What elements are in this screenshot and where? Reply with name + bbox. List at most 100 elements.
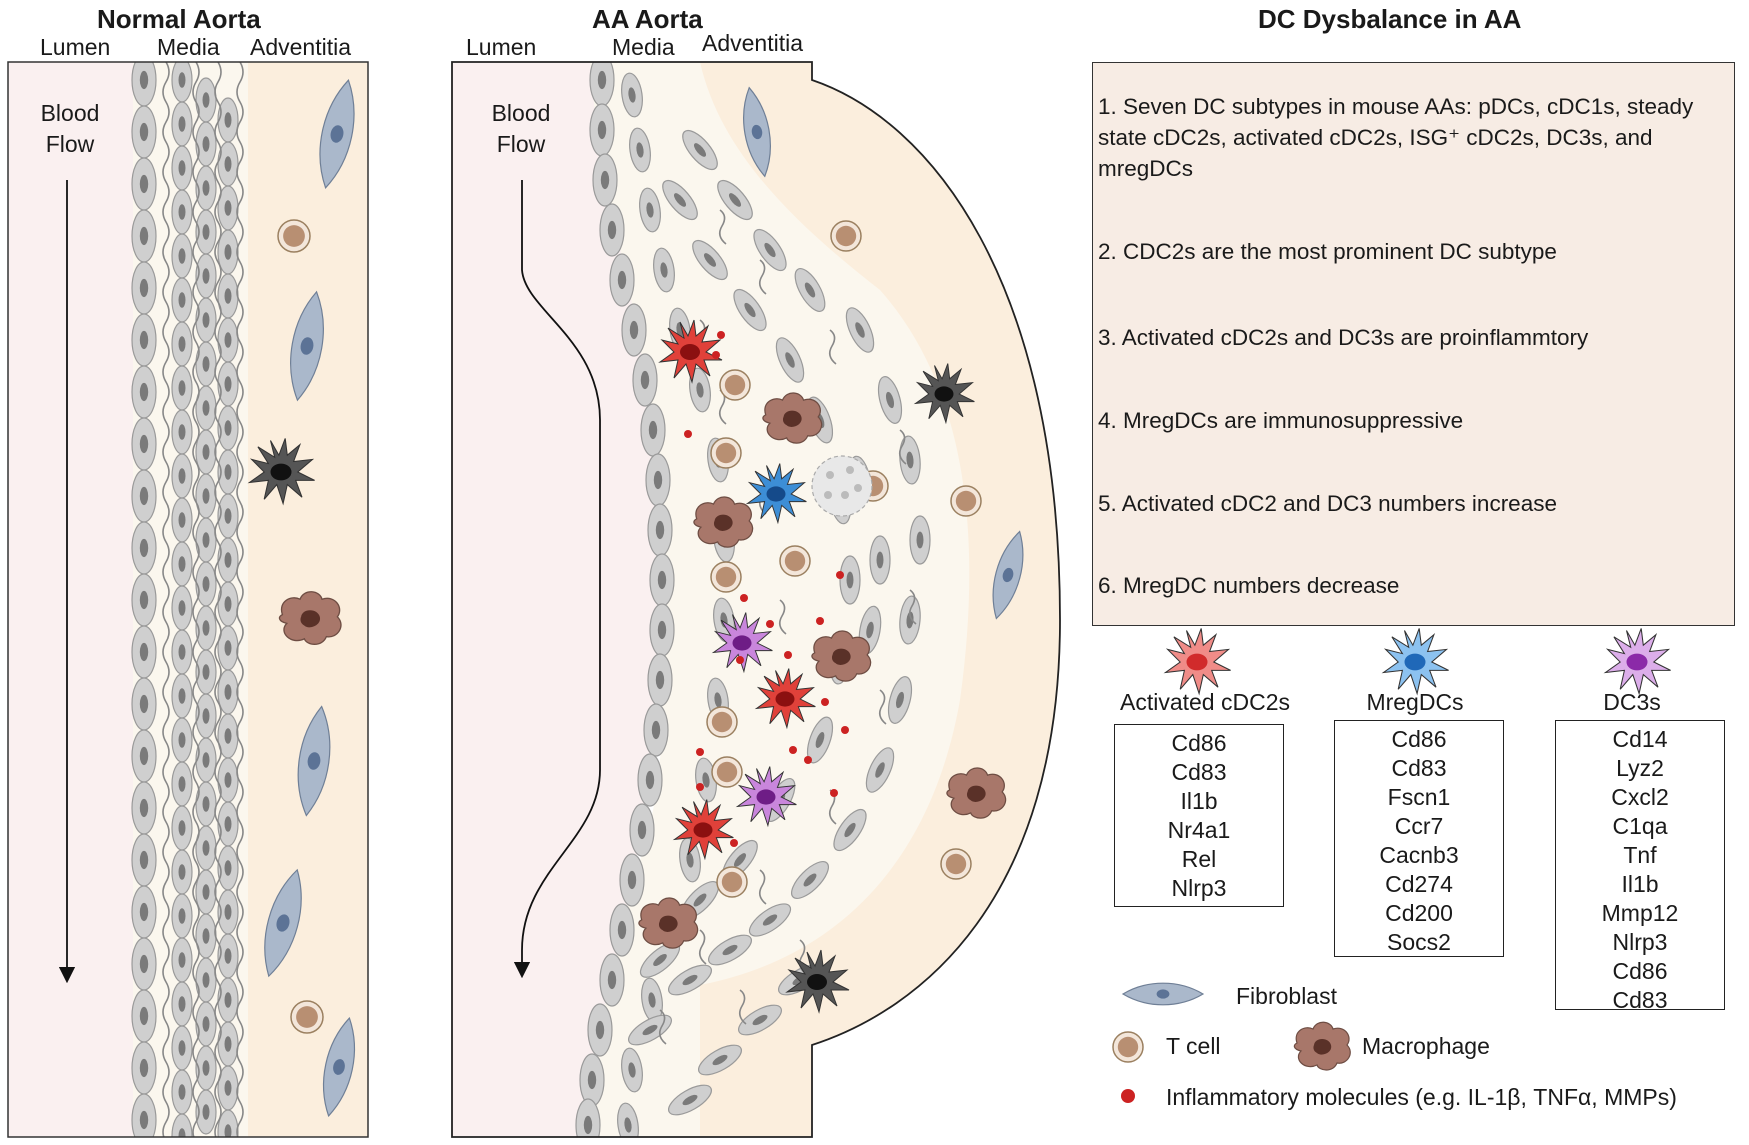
dendritic-cell-icon bbox=[785, 949, 850, 1014]
smooth-muscle-cell-icon bbox=[717, 179, 753, 221]
t-cell-nucleus bbox=[715, 442, 737, 464]
aa-aorta-panel bbox=[451, 61, 1061, 1138]
dendritic-cell-icon bbox=[247, 438, 315, 506]
smooth-muscle-cell-icon bbox=[131, 365, 157, 419]
t-cell-nucleus bbox=[955, 490, 977, 512]
smooth-muscle-cell-icon bbox=[171, 453, 193, 499]
smooth-muscle-cell-icon bbox=[806, 716, 834, 764]
activated-dc-icon bbox=[672, 799, 734, 861]
fibroblast-icon bbox=[290, 290, 324, 402]
smooth-muscle-cell-icon bbox=[195, 737, 217, 783]
smooth-muscle-cell-icon bbox=[195, 1045, 217, 1091]
inflammatory-molecule-icon bbox=[766, 620, 774, 628]
smooth-muscle-cell-icon bbox=[195, 605, 217, 651]
smooth-muscle-cell-icon bbox=[217, 801, 239, 847]
smooth-muscle-cell-icon bbox=[131, 313, 157, 367]
normal-media-cells bbox=[131, 62, 355, 1137]
smooth-muscle-cell-icon bbox=[791, 861, 829, 899]
macrophage-icon bbox=[762, 392, 823, 444]
inflammatory-molecule-icon bbox=[696, 783, 704, 791]
macrophage-icon bbox=[811, 630, 872, 682]
gene-item: Lyz2 bbox=[1616, 755, 1664, 781]
smooth-muscle-cell-icon bbox=[131, 261, 157, 315]
t-cell-nucleus bbox=[296, 1006, 318, 1028]
smooth-muscle-cell-icon bbox=[195, 517, 217, 563]
smooth-muscle-cell-icon bbox=[131, 157, 157, 211]
gene-item: Cacnb3 bbox=[1379, 842, 1459, 868]
smooth-muscle-cell-icon bbox=[171, 233, 193, 279]
gene-item: Cd274 bbox=[1385, 871, 1453, 897]
smooth-muscle-cell-icon bbox=[195, 1089, 217, 1135]
smooth-muscle-cell-icon bbox=[609, 253, 635, 307]
smooth-muscle-cell-icon bbox=[679, 837, 701, 883]
gene-item: Cd86 bbox=[1171, 730, 1227, 756]
smooth-muscle-cell-icon bbox=[171, 1025, 193, 1071]
inflammatory-molecule-icon bbox=[804, 756, 812, 764]
smooth-muscle-cell-icon bbox=[131, 833, 157, 887]
debris bbox=[826, 471, 834, 479]
apoptotic-cell-icon bbox=[811, 455, 873, 517]
smooth-muscle-cell-icon bbox=[609, 903, 635, 957]
smooth-muscle-cell-icon bbox=[629, 127, 651, 173]
smooth-muscle-cell-icon bbox=[668, 1084, 712, 1116]
flow-word-2: Flow bbox=[496, 131, 546, 157]
smooth-muscle-cell-icon bbox=[131, 469, 157, 523]
inflammatory-molecule-icon bbox=[712, 351, 720, 359]
smooth-muscle-cell-icon bbox=[171, 585, 193, 631]
smooth-muscle-cell-icon bbox=[171, 849, 193, 895]
gene-item: Cd200 bbox=[1385, 900, 1453, 926]
legend-macrophage-label: Macrophage bbox=[1362, 1033, 1490, 1059]
gene-item: Mmp12 bbox=[1601, 900, 1679, 926]
aa-border bbox=[451, 61, 1061, 1138]
smooth-muscle-cell-icon bbox=[865, 747, 895, 793]
inflammatory-molecule-icon bbox=[836, 571, 844, 579]
smooth-muscle-cell-icon bbox=[131, 625, 157, 679]
smooth-muscle-cell-icon bbox=[217, 361, 239, 407]
dc3-icon bbox=[735, 766, 797, 828]
inflammatory-molecule-icon bbox=[717, 331, 725, 339]
smooth-muscle-cell-icon bbox=[887, 676, 913, 724]
aa-adventitia-label: Adventitia bbox=[702, 30, 804, 56]
smooth-muscle-cell-icon bbox=[131, 937, 157, 991]
inflammatory-molecule-icon bbox=[830, 789, 838, 797]
gene-item: Cd86 bbox=[1391, 726, 1447, 752]
macrophage-icon bbox=[946, 767, 1007, 819]
elastic-lamina bbox=[738, 989, 747, 1025]
smooth-muscle-cell-icon bbox=[131, 729, 157, 783]
smooth-muscle-cell-icon bbox=[643, 703, 669, 757]
summary-title: DC Dysbalance in AA bbox=[1258, 4, 1522, 34]
fibroblast-icon bbox=[319, 79, 355, 189]
inflammatory-molecule-icon bbox=[736, 656, 744, 664]
smooth-muscle-cell-icon bbox=[171, 717, 193, 763]
t-cell-nucleus bbox=[784, 550, 806, 572]
flow-arrow-icon bbox=[513, 180, 601, 979]
smooth-muscle-cell-icon bbox=[637, 753, 663, 807]
smooth-muscle-cell-icon bbox=[171, 101, 193, 147]
smooth-muscle-cell-icon bbox=[632, 353, 658, 407]
smooth-muscle-cell-icon bbox=[171, 673, 193, 719]
gene-item: Cd86 bbox=[1612, 958, 1668, 984]
smooth-muscle-cell-icon bbox=[833, 808, 867, 852]
smooth-muscle-cell-icon bbox=[131, 885, 157, 939]
smooth-muscle-cell-icon bbox=[662, 179, 698, 221]
smooth-muscle-cell-icon bbox=[839, 555, 861, 605]
macrophage-icon bbox=[278, 591, 342, 645]
smooth-muscle-cell-icon bbox=[733, 288, 767, 332]
smooth-muscle-cell-icon bbox=[645, 453, 671, 507]
smooth-muscle-cell-icon bbox=[171, 893, 193, 939]
t-cell-nucleus bbox=[721, 871, 743, 893]
activated-dc-icon bbox=[658, 319, 723, 384]
smooth-muscle-cell-icon bbox=[195, 121, 217, 167]
elastic-lamina bbox=[698, 929, 707, 965]
smooth-muscle-cell-icon bbox=[195, 649, 217, 695]
elastic-lamina bbox=[758, 259, 767, 295]
gene-item: Nlrp3 bbox=[1612, 929, 1668, 955]
smooth-muscle-cell-icon bbox=[131, 1041, 157, 1095]
activated-dc-icon bbox=[754, 668, 816, 730]
elastic-lamina bbox=[758, 869, 767, 905]
t-cell-nucleus bbox=[715, 566, 737, 588]
gene-item: Fscn1 bbox=[1387, 784, 1451, 810]
dendritic-cell-icon bbox=[913, 363, 975, 425]
